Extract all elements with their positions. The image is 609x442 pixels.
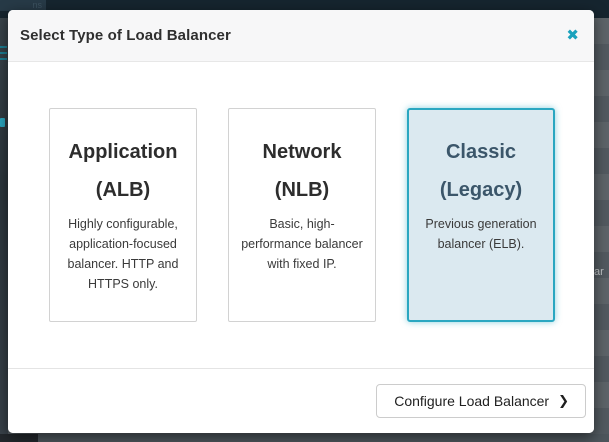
card-classic-legacy[interactable]: Classic (Legacy) Previous generation bal… [407,108,555,322]
card-network-nlb[interactable]: Network (NLB) Basic, high-performance ba… [228,108,376,322]
configure-button-label: Configure Load Balancer [394,393,550,409]
background-teal-fragment [0,118,5,127]
card-description: Previous generation balancer (ELB). [425,217,537,251]
close-icon[interactable]: ✖ [566,26,579,44]
load-balancer-type-modal: Select Type of Load Balancer ✖ Applicati… [8,10,594,433]
card-title: Application (ALB) [68,141,178,201]
modal-footer: Configure Load Balancer ❯ [8,368,594,433]
chevron-right-icon: ❯ [558,393,569,409]
menu-icon [0,46,7,60]
configure-load-balancer-button[interactable]: Configure Load Balancer ❯ [376,384,586,418]
background-text-fragment: ar [594,266,604,278]
card-description: Basic, high-performance balancer with fi… [241,217,363,271]
background-right-strip [594,18,609,434]
card-application-alb[interactable]: Application (ALB) Highly configurable, a… [49,108,197,322]
background-nav-tab: ns [0,0,46,11]
background-bottom-block [0,434,38,442]
background-left-strip [0,18,8,434]
card-title: Network (NLB) [262,141,342,201]
modal-header: Select Type of Load Balancer ✖ [8,10,594,62]
card-title: Classic (Legacy) [439,141,523,201]
modal-body: Application (ALB) Highly configurable, a… [8,62,594,368]
background-bottom-strip [0,434,609,442]
card-row: Application (ALB) Highly configurable, a… [49,108,556,322]
modal-title: Select Type of Load Balancer [20,27,231,44]
card-description: Highly configurable, application-focused… [67,217,179,291]
